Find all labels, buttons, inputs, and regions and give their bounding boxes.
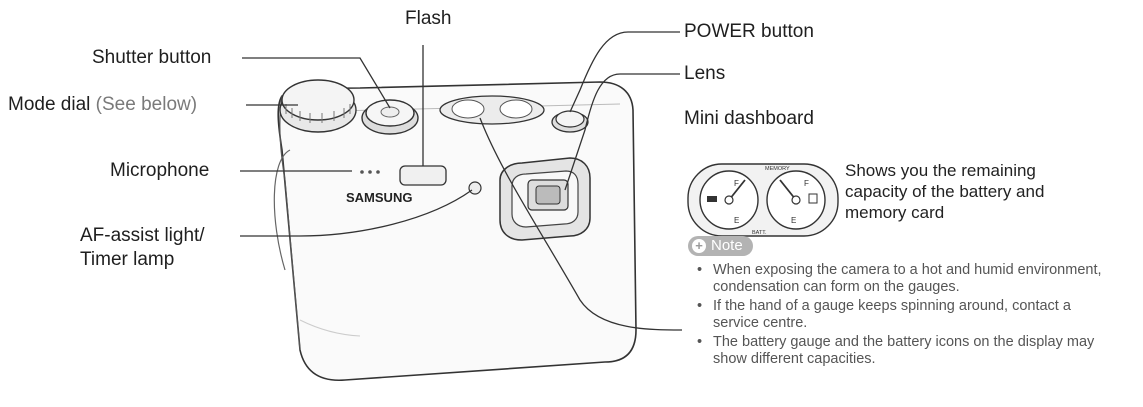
note-item-text: When exposing the camera to a hot and hu… [713, 262, 1102, 295]
leader-lines [240, 31, 683, 331]
af-assist-label-line1: AF-assist light/ [80, 225, 205, 246]
gauge-empty-right: E [791, 216, 796, 225]
microphone-holes [360, 170, 380, 174]
lens-assembly [499, 157, 591, 241]
note-badge: + Note [688, 236, 753, 256]
gauge-full-right: F [804, 179, 809, 188]
mini-dashboard-label: Mini dashboard [684, 108, 814, 129]
bullet-icon: • [697, 262, 703, 278]
plus-icon: + [692, 239, 706, 253]
camera-body [277, 81, 637, 382]
gauge-full-left: F [734, 179, 739, 188]
batt-label: BATT. [752, 230, 767, 236]
mode-dial-label-sub: (See below) [95, 94, 198, 115]
memory-label: MEMORY [765, 166, 790, 172]
af-assist-label-line2: Timer lamp [80, 249, 175, 270]
mode-dial-label: Mode dial (See below) [8, 94, 197, 116]
microphone-label: Microphone [110, 160, 210, 181]
bullet-icon: • [697, 334, 703, 350]
lens-label: Lens [684, 63, 726, 84]
af-assist-light [468, 181, 482, 195]
note-item-text: The battery gauge and the battery icons … [713, 334, 1095, 367]
note-title: Note [711, 237, 743, 254]
dashboard-description: Shows you the remaining capacity of the … [845, 161, 1045, 222]
note-item: • If the hand of a gauge keeps spinning a… [695, 298, 1115, 331]
note-item-text: If the hand of a gauge keeps spinning ar… [713, 298, 1071, 331]
top-gauges [439, 95, 545, 125]
note-item: • When exposing the camera to a hot and h… [695, 262, 1115, 295]
mode-dial [279, 79, 357, 133]
mode-dial-label-main: Mode dial [8, 94, 91, 115]
flash-window [399, 165, 447, 186]
gauge-empty-left: E [734, 216, 739, 225]
note-item: • The battery gauge and the battery icons… [695, 334, 1115, 367]
shutter-button-label: Shutter button [92, 47, 212, 68]
power-button-label: POWER button [684, 21, 814, 42]
power-button [551, 110, 589, 133]
brand-logo: SAMSUNG [346, 190, 412, 205]
flash-label: Flash [405, 8, 452, 29]
shutter-button [361, 99, 419, 135]
note-list: • When exposing the camera to a hot and h… [695, 262, 1115, 370]
dashboard-gauges [687, 163, 839, 237]
bullet-icon: • [697, 298, 703, 314]
